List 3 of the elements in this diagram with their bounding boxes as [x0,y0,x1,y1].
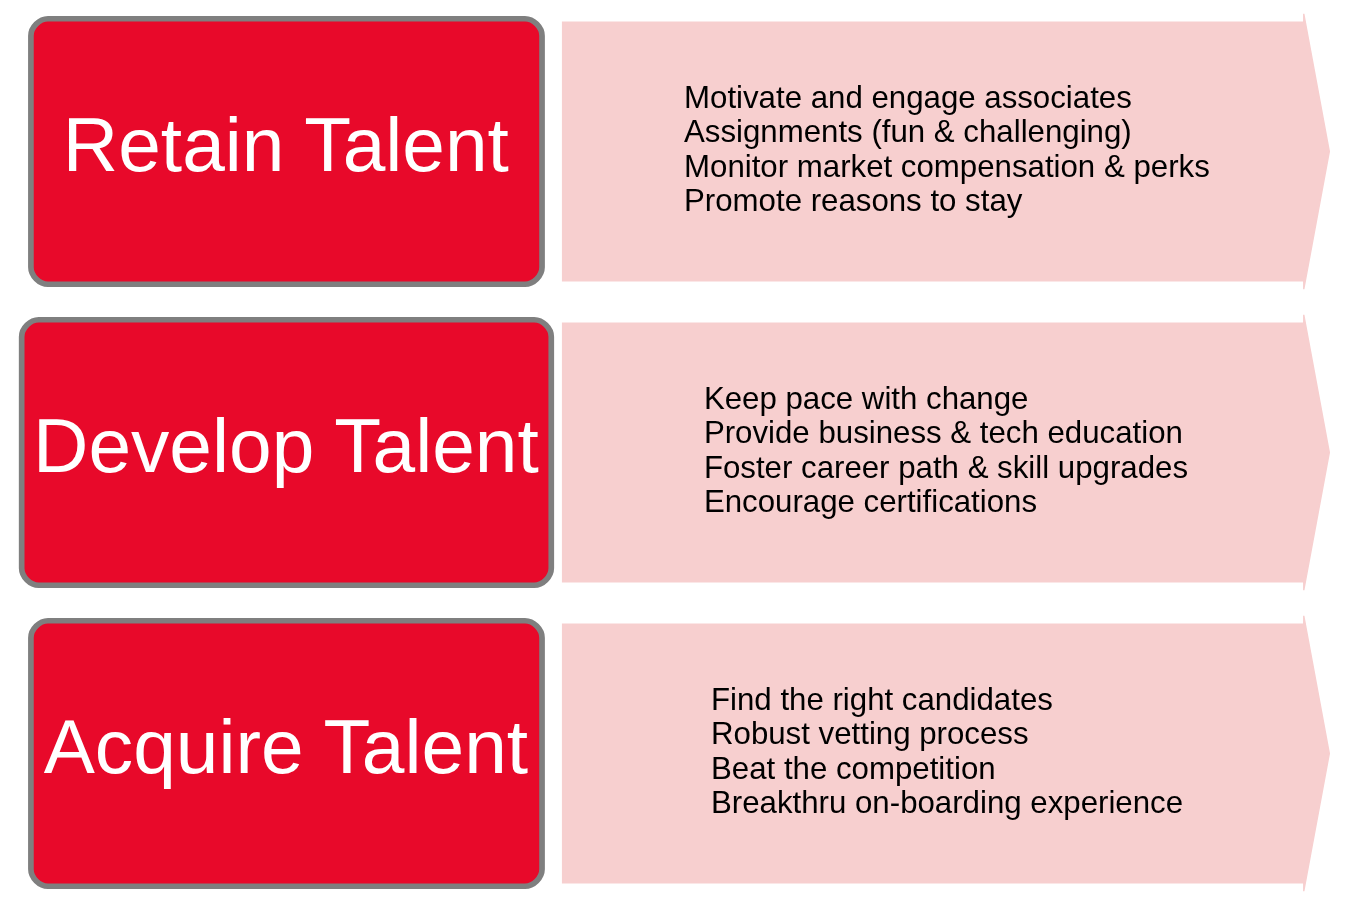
node-box: Acquire Talent [27,617,545,890]
node-box: Develop Talent [18,316,554,589]
node-box: Retain Talent [27,15,545,288]
